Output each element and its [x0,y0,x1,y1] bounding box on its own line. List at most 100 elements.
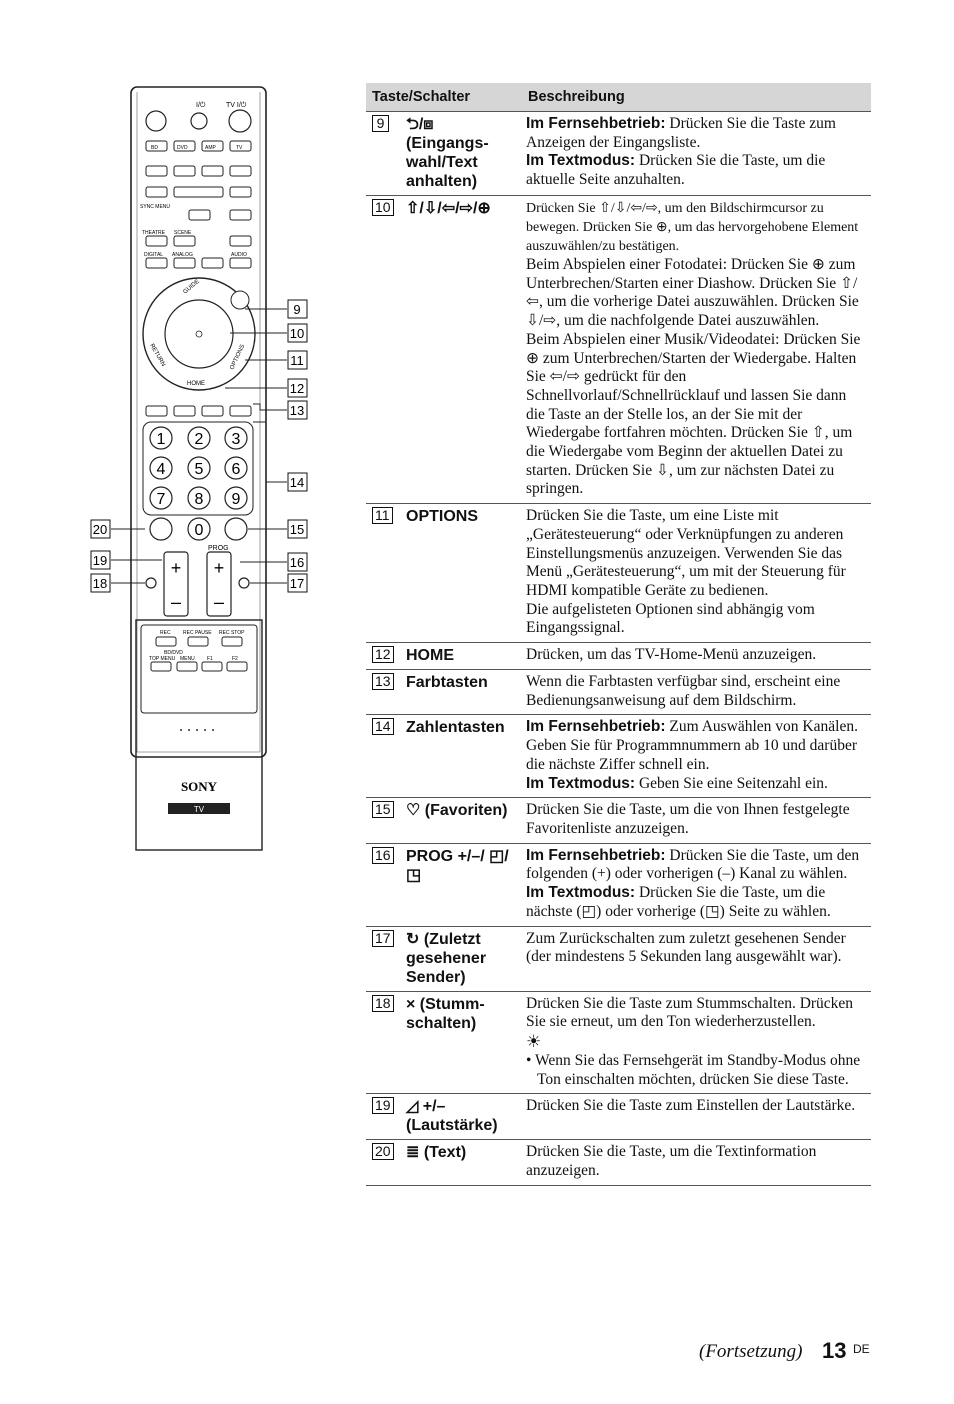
table-row: 19 ◿ +/– (Lautstärke) Drücken Sie die Ta… [366,1093,871,1141]
table-row: 10 ⇧/⇩/⇦/⇨/⊕ Drücken Sie ⇧/⇩/⇦/⇨, um den… [366,195,871,505]
row-number: 17 [372,929,394,947]
callout-10: 10 [290,326,304,341]
f2-label: F2 [232,656,238,662]
dots [180,729,214,731]
callout-16: 16 [290,555,304,570]
brand-logo: SONY [181,779,218,794]
tip-icon: ☀ [526,1031,542,1051]
digit-5: 5 [195,461,204,478]
digit-6: 6 [232,461,241,478]
remote-illustration: I/⏻ TV I/⏻ BD DVD AMP TV SYNC MENU THEAT… [80,80,320,860]
source-buttons [145,140,252,152]
vol-plus: + [171,558,182,578]
rec-stop-label: REC STOP [219,630,245,636]
description: Im Fernsehbetrieb: Drücken Sie die Taste… [522,843,871,927]
table-row: 20 ≣ (Text) Drücken Sie die Taste, um di… [366,1139,871,1186]
key-name: ⇧/⇩/⇦/⇨/⊕ [402,195,522,505]
key-name: Zahlentasten [402,714,522,799]
tv-badge-bg [168,803,230,814]
digit-1: 1 [157,431,166,448]
prog-minus: – [214,592,224,612]
callout-9: 9 [293,302,300,317]
continued-note: (Fortsetzung) [699,1341,803,1362]
callout-18: 18 [93,576,107,591]
description: Wenn die Farbtasten verfügbar sind, ersc… [522,669,871,716]
rec-pause-label: REC PAUSE [183,630,212,636]
language-code: DE [853,1342,870,1356]
description: Drücken Sie ⇧/⇩/⇦/⇨, um den Bildschirmcu… [522,195,871,505]
key-name: ◿ +/– (Lautstärke) [402,1093,522,1141]
description: Drücken Sie die Taste, um die Textinform… [522,1139,871,1186]
row-number: 18 [372,994,394,1012]
rec-label: REC [160,630,171,636]
src-dvd: DVD [177,145,188,151]
digit-4: 4 [157,461,166,478]
description: Im Fernsehbetrieb: Drücken Sie die Taste… [522,111,871,196]
callout-19: 19 [93,553,107,568]
top-menu-label: TOP MENU [149,656,176,662]
table-row: 13 Farbtasten Wenn die Farbtasten verfüg… [366,669,871,716]
volume-prog-rockers [145,551,250,617]
table-row: 18 × (Stumm-schalten) Drücken Sie die Ta… [366,991,871,1095]
row-number: 11 [372,507,393,525]
table-row: 16 PROG +/–/ ◰/◳ Im Fernsehbetrieb: Drüc… [366,843,871,927]
table-row: 9 ⮌/⧈ (Eingangs-wahl/Text anhalten) Im F… [366,111,871,196]
key-name: ♡ (Favoriten) [402,797,522,844]
callout-12: 12 [290,381,304,396]
description: Drücken Sie die Taste, um eine Liste mit… [522,503,871,644]
description: Drücken Sie die Taste zum Stummschalten.… [522,991,871,1095]
table-row: 11 OPTIONS Drücken Sie die Taste, um ein… [366,503,871,644]
header-key: Taste/Schalter [366,83,522,112]
table-row: 12 HOME Drücken, um das TV-Home-Menü anz… [366,642,871,671]
key-name: × (Stumm-schalten) [402,991,522,1095]
tv-power-label: TV I/⏻ [226,101,247,109]
callout-15: 15 [290,522,304,537]
header-description: Beschreibung [522,83,871,112]
digit-3: 3 [232,431,241,448]
transport-buttons [145,165,252,269]
number-buttons [149,426,248,541]
prog-plus: + [214,558,225,578]
vol-minus: – [171,592,181,612]
home-label: HOME [187,381,205,387]
analog-label: ANALOG [172,252,193,258]
button-description-table: Taste/Schalter Beschreibung 9 ⮌/⧈ (Einga… [366,83,871,1186]
nav-ring [142,277,256,391]
callout-14: 14 [290,475,304,490]
power-label: I/⏻ [196,101,206,109]
row-number: 19 [372,1097,394,1115]
sync-menu-label: SYNC MENU [140,204,170,210]
key-name: OPTIONS [402,503,522,644]
tip-text: • Wenn Sie das Fernsehgerät im Standby-M… [526,1051,861,1088]
f1-label: F1 [207,656,213,662]
key-name: PROG +/–/ ◰/◳ [402,843,522,927]
callout-11: 11 [290,353,304,368]
row-number: 9 [372,115,389,132]
scene-label: SCENE [174,230,192,236]
key-name: Farbtasten [402,669,522,716]
digit-9: 9 [232,491,241,508]
table-row: 15 ♡ (Favoriten) Drücken Sie die Taste, … [366,797,871,844]
row-number: 15 [372,801,394,819]
src-tv: TV [236,145,243,151]
bd-dvd-label: BD/DVD [164,650,183,656]
description: Drücken Sie die Taste, um die von Ihnen … [522,797,871,844]
recorder-buttons [150,636,248,672]
prog-label: PROG [208,545,229,552]
digital-label: DIGITAL [144,252,163,258]
row-number: 20 [372,1143,394,1161]
power-buttons [145,109,252,133]
theatre-label: THEATRE [142,230,166,236]
number-pad-frame [142,421,254,516]
description: Drücken, um das TV-Home-Menü anzuzeigen. [522,642,871,671]
menu-label: MENU [180,656,195,662]
row-number: 13 [372,673,394,691]
key-name: ⮌/⧈ (Eingangs-wahl/Text anhalten) [402,111,522,196]
color-buttons [145,405,252,417]
digit-8: 8 [195,491,204,508]
row-number: 16 [372,846,394,864]
key-name: ≣ (Text) [402,1139,522,1186]
description: Zum Zurückschalten zum zuletzt gesehenen… [522,926,871,992]
page-number: 13 [822,1338,847,1363]
digit-0: 0 [195,522,204,539]
